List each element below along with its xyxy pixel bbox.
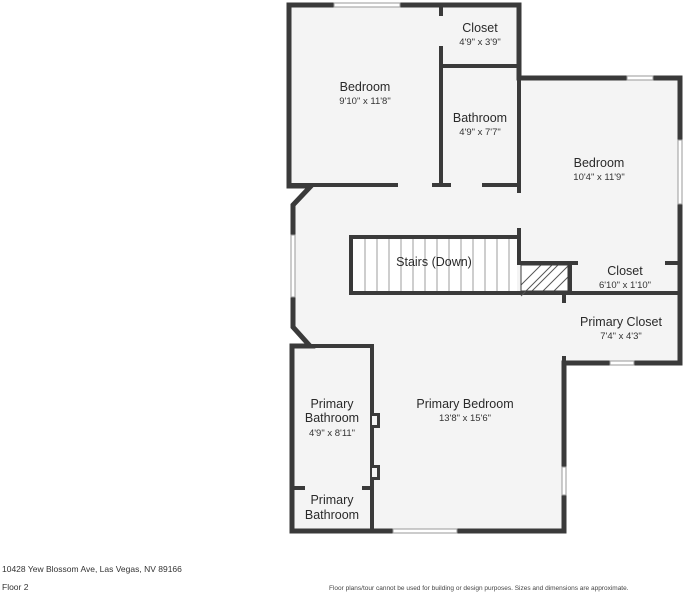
stairs-label: Stairs (Down) xyxy=(396,255,472,269)
closet-e-label: Closet xyxy=(607,264,643,278)
bedroom-ne-dims: 10'4" x 11'9" xyxy=(573,172,624,183)
primary-bath-2-label-line2: Bathroom xyxy=(305,508,359,522)
primary-bath-1-label-line1: Primary xyxy=(310,397,354,411)
primary-bath-2-label-line1: Primary xyxy=(310,493,354,507)
primary-closet-label: Primary Closet xyxy=(580,315,662,329)
stairs xyxy=(353,239,517,291)
primary-bath-1-dims: 4'9" x 8'11" xyxy=(309,428,355,439)
disclaimer-text: Floor plans/tour cannot be used for buil… xyxy=(329,585,629,592)
bathroom-label: Bathroom xyxy=(453,111,507,125)
floor-label: Floor 2 xyxy=(2,582,29,592)
closet-n-label: Closet xyxy=(462,21,498,35)
closet-e-dims: 6'10" x 1'10" xyxy=(599,280,651,291)
primary-closet-dims: 7'4" x 4'3" xyxy=(600,331,642,342)
primary-bedroom-label: Primary Bedroom xyxy=(416,397,513,411)
bedroom-nw-label: Bedroom xyxy=(340,80,391,94)
closet-n-dims: 4'9" x 3'9" xyxy=(459,37,501,48)
bathroom-dims: 4'9" x 7'7" xyxy=(459,127,501,138)
fixtures xyxy=(370,413,380,480)
hatched-chase xyxy=(520,264,569,297)
bedroom-ne-label: Bedroom xyxy=(574,156,625,170)
exterior-walls xyxy=(286,2,683,534)
primary-bedroom-dims: 13'8" x 15'6" xyxy=(439,413,491,424)
primary-bath-1-label-line2: Bathroom xyxy=(305,411,359,425)
windows xyxy=(290,2,683,534)
address-text: 10428 Yew Blossom Ave, Las Vegas, NV 891… xyxy=(2,564,182,574)
door-openings xyxy=(305,16,665,492)
bedroom-nw-dims: 9'10" x 11'8" xyxy=(339,96,390,107)
